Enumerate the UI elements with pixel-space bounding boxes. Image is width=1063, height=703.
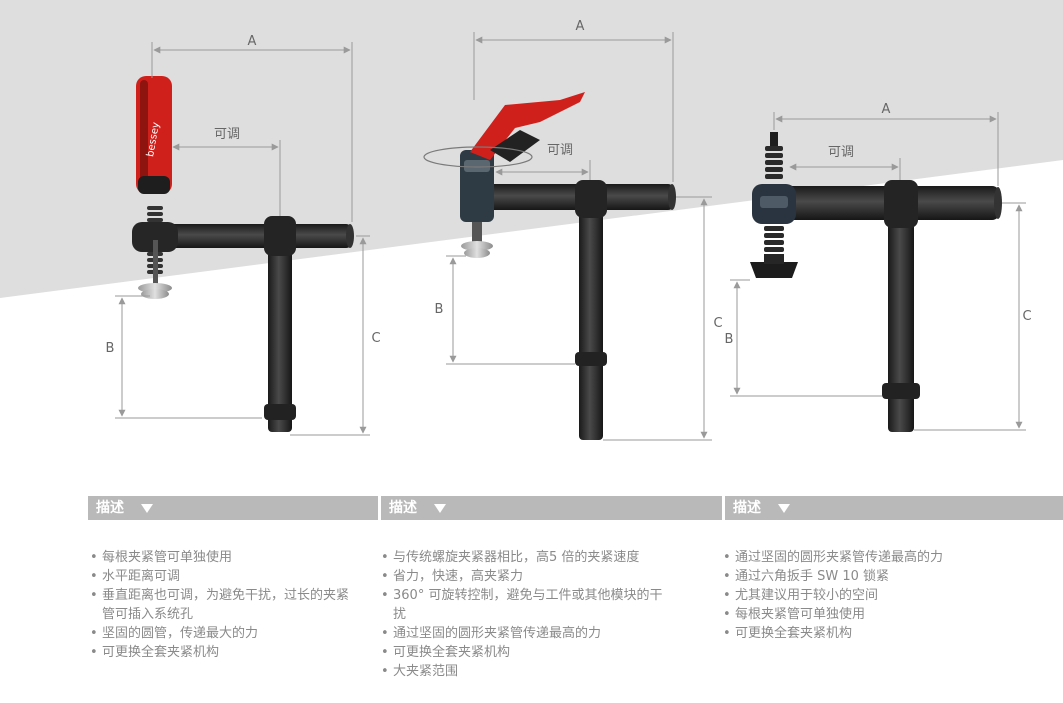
list-item: 通过坚固的圆形夹紧管传递最高的力 — [381, 624, 671, 643]
triangle-down-icon — [433, 503, 446, 513]
triangle-down-icon — [777, 503, 790, 513]
dim-label-a: A — [882, 102, 891, 117]
dimensions-clamp-1: A 可调 B C — [106, 34, 381, 436]
dim-label-a: A — [576, 19, 585, 34]
section-header-1[interactable]: 描述 — [88, 496, 378, 520]
triangle-down-icon — [140, 503, 153, 513]
dimensions-clamp-3: A 可调 B C — [725, 102, 1032, 431]
list-item: 每根夹紧管可单独使用 — [723, 605, 1023, 624]
dimensions-clamp-2: A 可调 B C — [435, 19, 723, 441]
section-title: 描述 — [389, 500, 417, 516]
list-item: 垂直距离也可调，为避免干扰，过长的夹紧管可插入系统孔 — [90, 586, 360, 624]
feature-list-2: 与传统螺旋夹紧器相比，高5 倍的夹紧速度 省力，快速，高夹紧力 360° 可旋转… — [381, 548, 671, 681]
dim-label-adjustable: 可调 — [214, 127, 240, 142]
list-item: 可更换全套夹紧机构 — [723, 624, 1023, 643]
section-header-2[interactable]: 描述 — [381, 496, 722, 520]
dim-label-c: C — [1022, 309, 1031, 324]
section-title: 描述 — [733, 500, 761, 516]
clamp-3 — [750, 132, 1002, 432]
dim-label-adjustable: 可调 — [547, 143, 573, 158]
feature-list-1: 每根夹紧管可单独使用 水平距离可调 垂直距离也可调，为避免干扰，过长的夹紧管可插… — [90, 548, 360, 662]
list-item: 通过坚固的圆形夹紧管传递最高的力 — [723, 548, 1023, 567]
list-item: 与传统螺旋夹紧器相比，高5 倍的夹紧速度 — [381, 548, 671, 567]
dim-label-c: C — [371, 331, 380, 346]
list-item: 通过六角扳手 SW 10 锁紧 — [723, 567, 1023, 586]
list-item: 大夹紧范围 — [381, 662, 671, 681]
list-item: 每根夹紧管可单独使用 — [90, 548, 360, 567]
dim-label-b: B — [725, 332, 734, 347]
list-item: 水平距离可调 — [90, 567, 360, 586]
list-item: 坚固的圆管，传递最大的力 — [90, 624, 360, 643]
section-title: 描述 — [96, 500, 124, 516]
list-item: 360° 可旋转控制，避免与工件或其他模块的干扰 — [381, 586, 671, 624]
list-item: 尤其建议用于较小的空间 — [723, 586, 1023, 605]
dim-label-adjustable: 可调 — [828, 145, 854, 160]
list-item: 省力，快速，高夹紧力 — [381, 567, 671, 586]
clamp-2 — [423, 92, 676, 440]
list-item: 可更换全套夹紧机构 — [381, 643, 671, 662]
dim-label-a: A — [248, 34, 257, 49]
dim-label-b: B — [106, 341, 115, 356]
product-diagram: bessey A 可调 B C — [0, 0, 1063, 441]
dim-label-b: B — [435, 302, 444, 317]
section-header-3[interactable]: 描述 — [725, 496, 1063, 520]
clamp-1: bessey — [132, 76, 354, 432]
dim-label-c: C — [713, 316, 722, 331]
feature-list-3: 通过坚固的圆形夹紧管传递最高的力 通过六角扳手 SW 10 锁紧 尤其建议用于较… — [723, 548, 1023, 643]
list-item: 可更换全套夹紧机构 — [90, 643, 360, 662]
